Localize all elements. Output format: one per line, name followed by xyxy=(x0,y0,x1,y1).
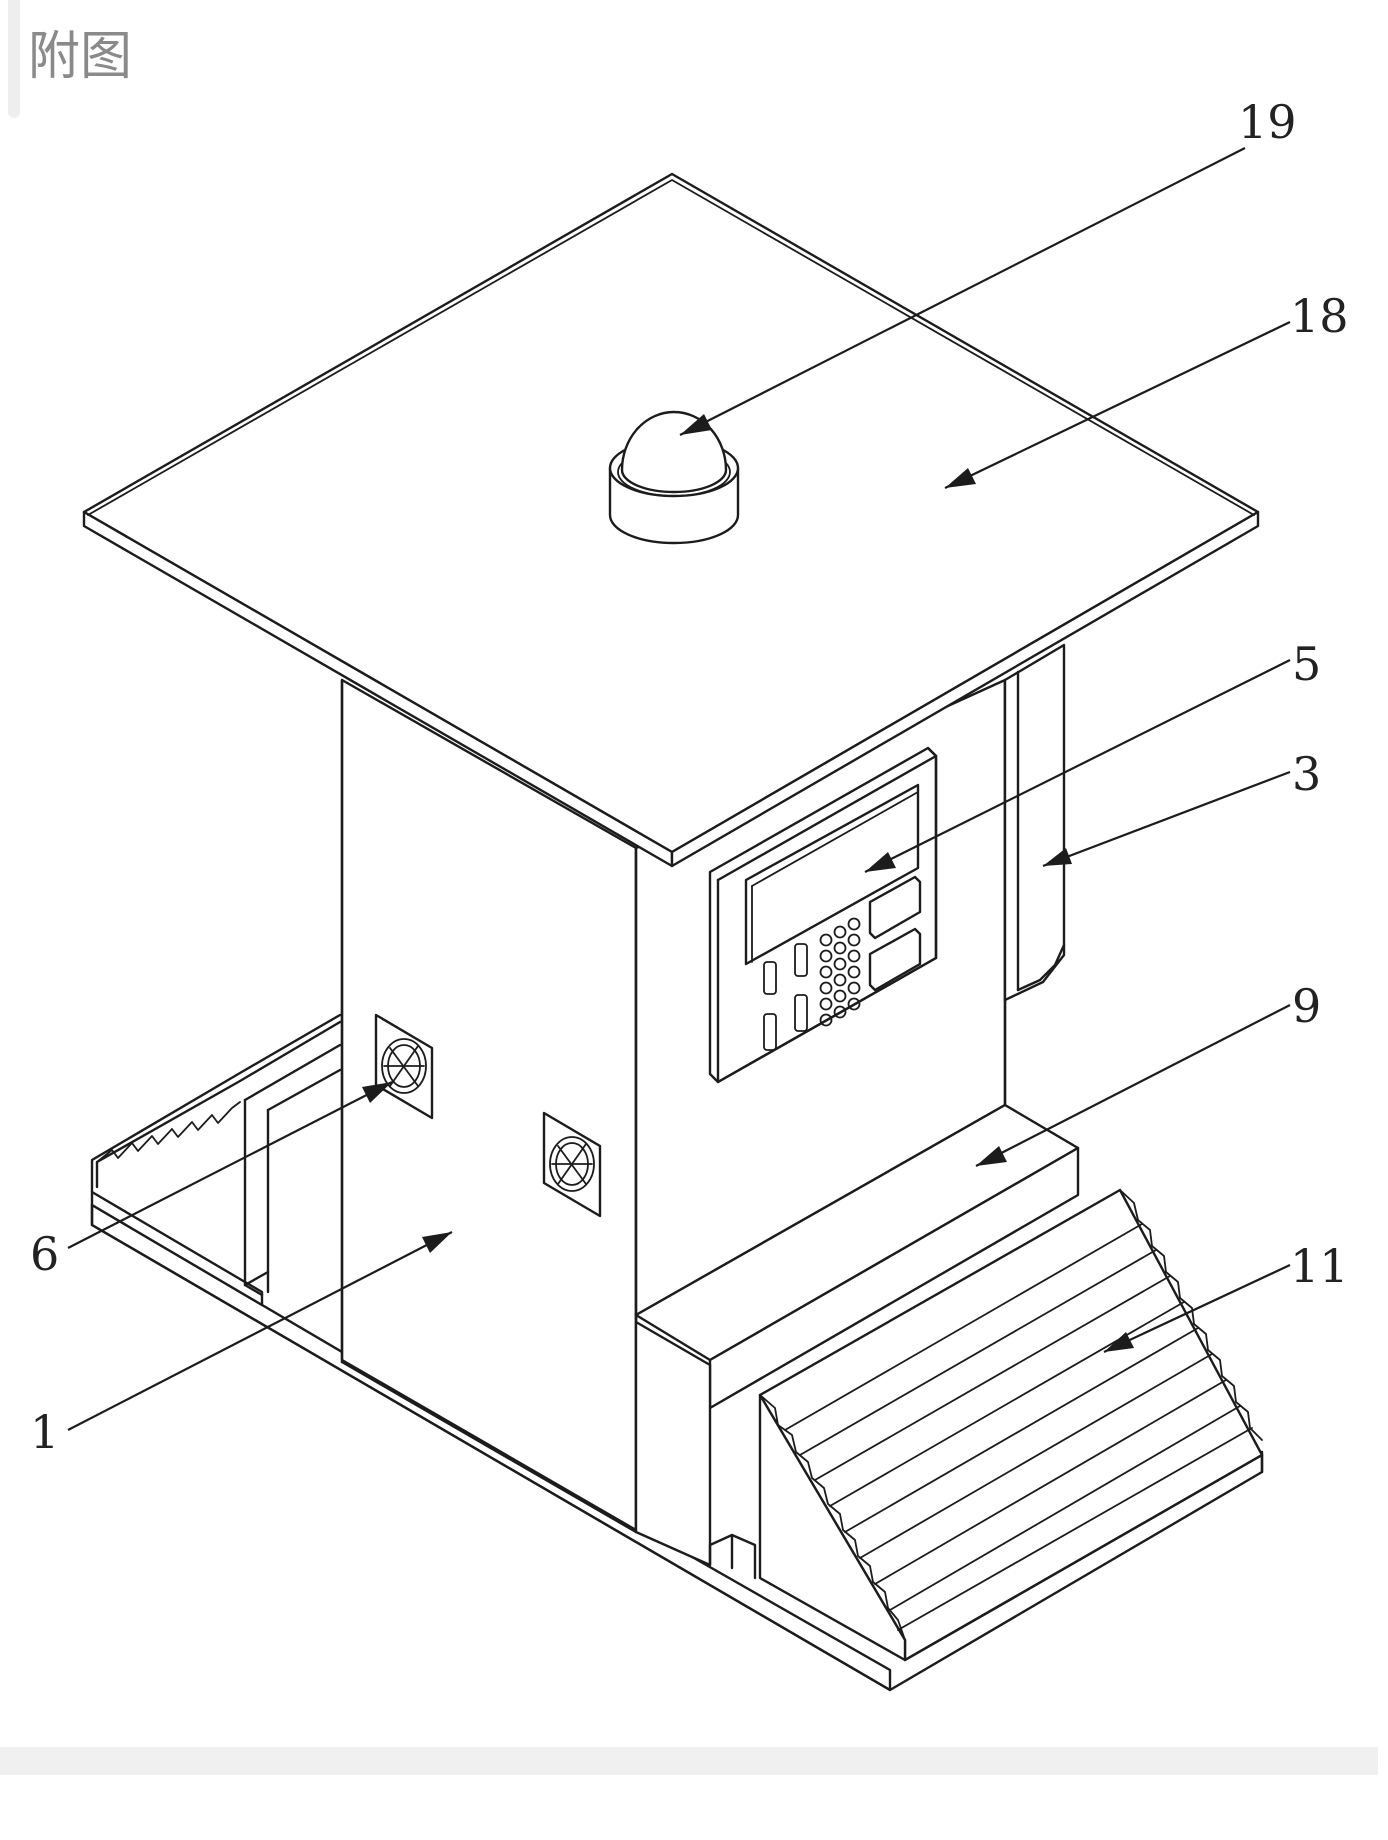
leader-lines xyxy=(67,147,1291,1431)
callout-19: 19 xyxy=(1238,95,1297,149)
caption-side-bar xyxy=(8,0,20,118)
dome-sensor xyxy=(608,410,740,545)
side-box xyxy=(1003,643,1066,1002)
callout-9: 9 xyxy=(1292,979,1321,1033)
fan-vent-upper xyxy=(374,1013,434,1120)
callout-11: 11 xyxy=(1290,1239,1349,1293)
bottom-band xyxy=(0,1747,1378,1775)
control-panel xyxy=(708,746,938,1084)
callout-18: 18 xyxy=(1290,289,1349,343)
figure-caption: 附图 xyxy=(28,27,133,87)
keypad xyxy=(819,917,861,1027)
fan-vent-lower xyxy=(542,1111,602,1218)
callout-3: 3 xyxy=(1292,747,1321,801)
left-side-channel xyxy=(90,1013,342,1307)
callout-5: 5 xyxy=(1292,637,1321,691)
callout-1: 1 xyxy=(30,1405,59,1459)
step-platform xyxy=(634,1103,1080,1567)
callout-6: 6 xyxy=(30,1227,59,1281)
